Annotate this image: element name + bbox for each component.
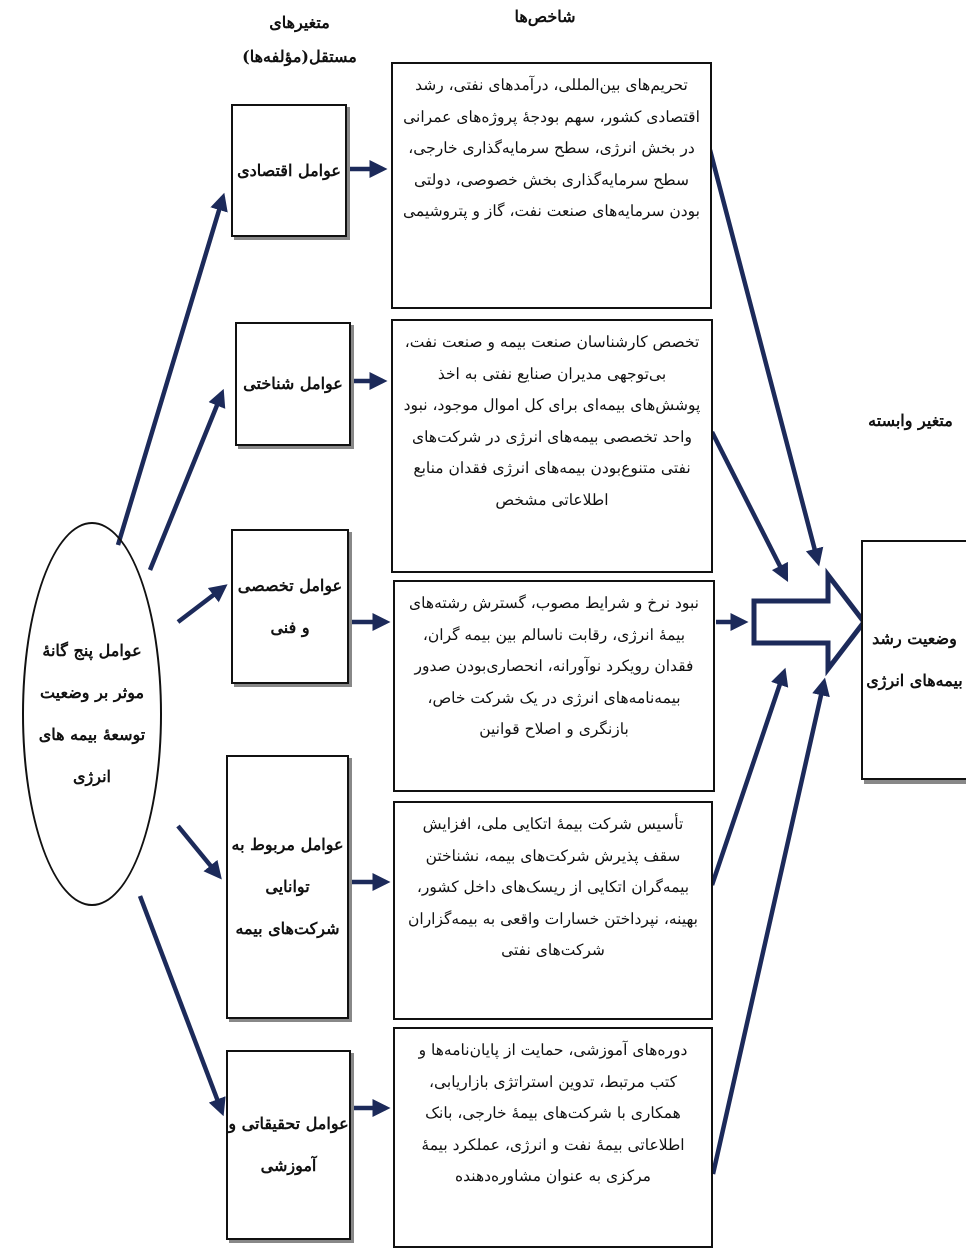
arrow-center-to-insurers <box>176 824 222 880</box>
dependent-variable-label: وضعیت رشد بیمه‌های انرژی <box>866 629 963 690</box>
dependent-variable-box: وضعیت رشد بیمه‌های انرژی <box>861 540 966 780</box>
arrow-research-indicators-to-result <box>710 677 830 1175</box>
indicator-box-economic: تحریم‌های بین‌المللی، درآمدهای نفتی، رشد… <box>391 62 712 309</box>
indicator-text-cognitive: تخصص کارشناسان صنعت بیمه و صنعت نفت، بی‌… <box>403 333 701 509</box>
main-block-arrow <box>751 567 868 677</box>
indicator-box-research: دوره‌های آموزشی، حمایت از پایان‌نامه‌ها … <box>393 1027 713 1248</box>
factor-label-insurers: عوامل مربوط به توانایی شرکت‌های بیمه <box>231 835 344 938</box>
central-factors-ellipse: عوامل پنج گانهٔ موثر بر وضعیت توسعهٔ بیم… <box>22 522 162 906</box>
independent-variables-header: متغیرهای مستقل(مؤلفه‌ها) <box>242 13 357 66</box>
indicator-text-technical: نبود نرخ و شرایط مصوب، گسترش رشته‌های بی… <box>409 594 699 738</box>
indicator-box-insurers: تأسیس شرکت بیمهٔ اتکایی ملی، افزایش سقف … <box>393 801 713 1020</box>
arrow-center-to-technical <box>176 584 228 624</box>
factor-box-technical: عوامل تخصصی و فنی <box>231 529 349 684</box>
factor-box-research: عوامل تحقیقاتی و آموزشی <box>226 1050 351 1240</box>
factor-label-economic: عوامل اقتصادی <box>237 160 341 180</box>
factor-box-economic: عوامل اقتصادی <box>231 104 347 237</box>
factor-box-cognitive: عوامل شناختی <box>235 322 351 446</box>
indicator-text-economic: تحریم‌های بین‌المللی، درآمدهای نفتی، رشد… <box>403 76 700 220</box>
arrow-center-to-economic <box>115 192 228 546</box>
central-factors-label: عوامل پنج گانهٔ موثر بر وضعیت توسعهٔ بیم… <box>38 641 146 786</box>
indicator-text-insurers: تأسیس شرکت بیمهٔ اتکایی ملی، افزایش سقف … <box>408 815 698 959</box>
factor-label-technical: عوامل تخصصی و فنی <box>237 575 343 637</box>
factor-label-cognitive: عوامل شناختی <box>243 374 343 393</box>
arrow-cognitive-indicators-to-result <box>709 430 789 583</box>
factor-label-research: عوامل تحقیقاتی و آموزشی <box>228 1114 349 1175</box>
indicator-box-technical: نبود نرخ و شرایط مصوب، گسترش رشته‌های بی… <box>393 580 715 792</box>
arrow-insurers-indicators-to-result <box>709 667 789 886</box>
indicator-text-research: دوره‌های آموزشی، حمایت از پایان‌نامه‌ها … <box>418 1041 688 1185</box>
factor-box-insurers: عوامل مربوط به توانایی شرکت‌های بیمه <box>226 755 349 1019</box>
arrow-economic-indicators-to-result <box>707 149 824 567</box>
arrow-center-to-cognitive <box>147 388 226 571</box>
dependent-variable-header: متغیر وابسته <box>868 411 953 430</box>
indicator-box-cognitive: تخصص کارشناسان صنعت بیمه و صنعت نفت، بی‌… <box>391 319 713 573</box>
arrow-center-to-research <box>137 895 226 1117</box>
indicators-header: شاخص‌ها <box>514 7 576 26</box>
